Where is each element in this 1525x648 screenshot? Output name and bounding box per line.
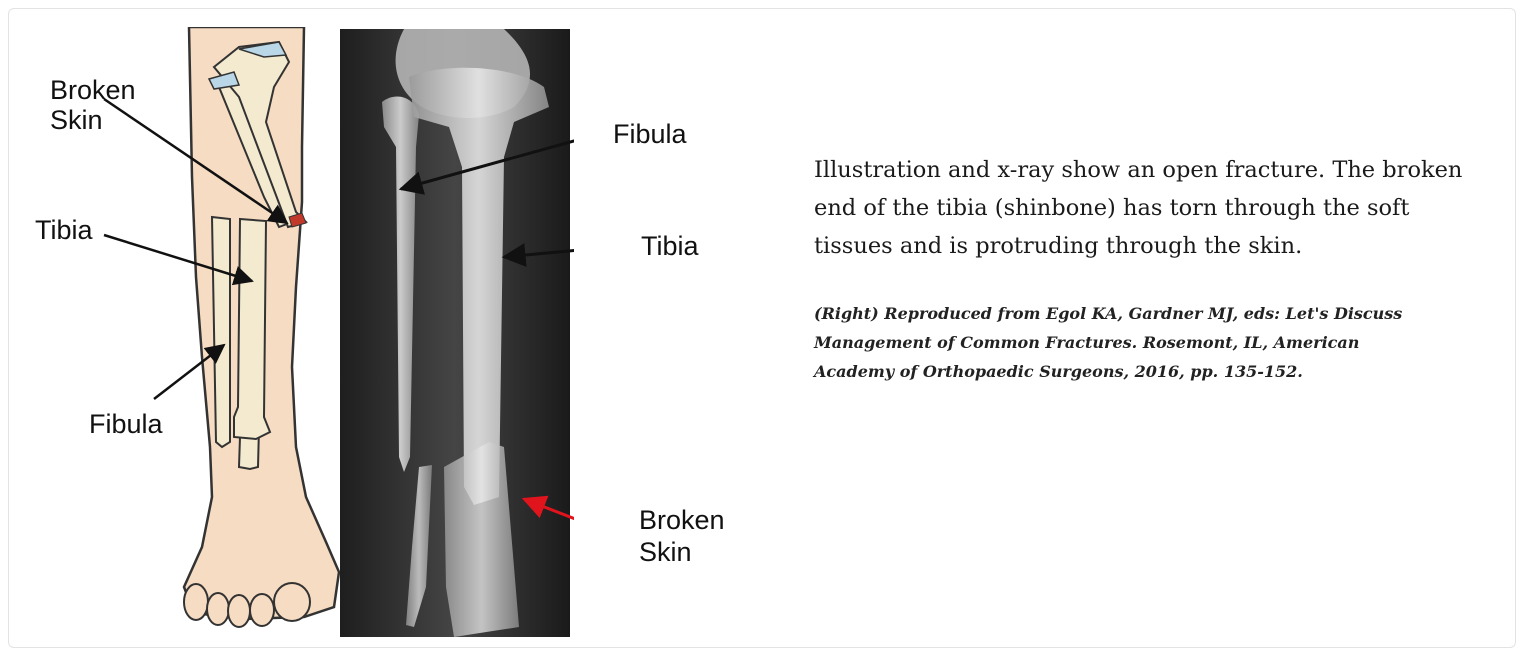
xray-tibia-label: Tibia [641, 231, 700, 261]
illustration-broken-skin-label-2: Skin [50, 105, 103, 135]
caption-credit: (Right) Reproduced from Egol KA, Gardner… [814, 299, 1434, 386]
leg-illustration: Broken Skin Tibia Fibula [35, 27, 339, 627]
illustration-broken-skin-label-1: Broken [50, 75, 136, 105]
xray-broken-skin-label-2: Skin [639, 537, 692, 567]
caption-text: Illustration and x-ray show an open frac… [814, 151, 1494, 265]
fracture-figure: Broken Skin Tibia Fibula [34, 27, 574, 639]
xray-labels: Fibula Tibia Broken Skin [599, 119, 759, 589]
content-card: Broken Skin Tibia Fibula [8, 8, 1516, 648]
illustration-tibia-label: Tibia [35, 215, 94, 245]
illustration-fibula-label: Fibula [89, 409, 164, 439]
figure-caption: Illustration and x-ray show an open frac… [814, 151, 1494, 386]
xray-broken-skin-label-1: Broken [639, 505, 725, 535]
xray-fibula-label: Fibula [613, 119, 688, 149]
xray-image [340, 29, 574, 637]
